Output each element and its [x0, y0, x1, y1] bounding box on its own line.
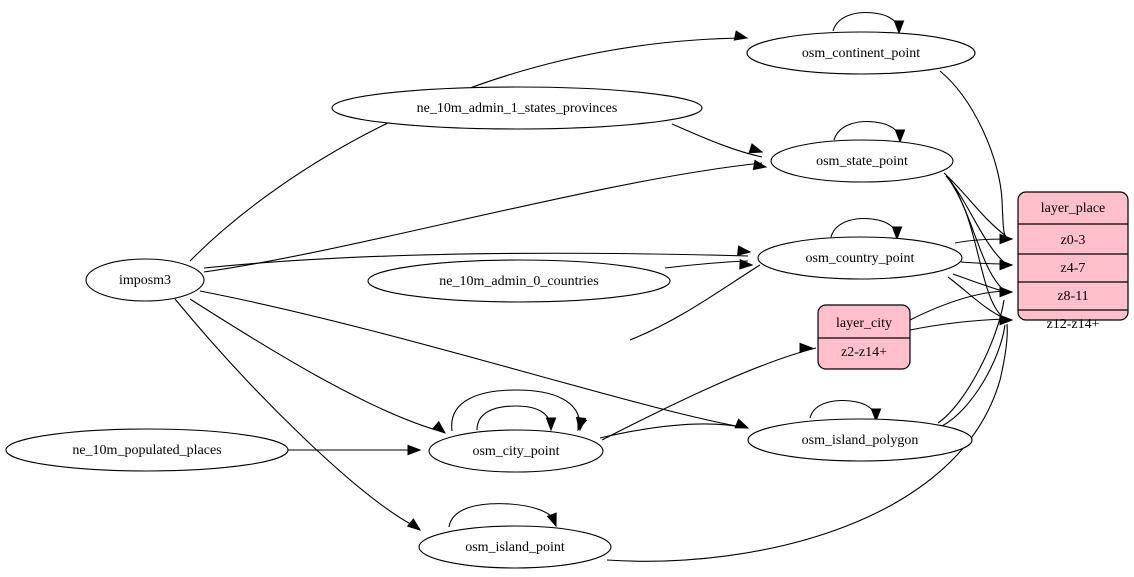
arrowhead-osm_continent_point-in [733, 30, 749, 41]
node-shape-imposm3 [85, 258, 205, 302]
node-shape-osm_continent_point [746, 31, 976, 75]
edge-osm_continent_point-to-layer_place_z0_3 [939, 70, 1007, 240]
arrowhead-self-continent [893, 20, 905, 35]
edge-osm_state_point-to-layer_place_z12_z14 [949, 179, 1007, 321]
node-shape-osm_city_point [428, 429, 604, 473]
record-row-label-layer_city-0[interactable]: layer_city [836, 316, 892, 331]
edge-layer_city-to-layer_place_z12_z14 [909, 318, 1007, 331]
record-row-label-layer_place-1[interactable]: z0-3 [1061, 233, 1086, 248]
edge-osm_city_point-to-layer_city [601, 347, 817, 441]
node-osm_continent_point[interactable]: osm_continent_point [746, 31, 976, 75]
edge-osm_continent_point-to-osm_continent_point [832, 12, 900, 32]
edge-ne_10m_admin_1_states_provinces-to-osm_state_point [671, 123, 763, 158]
record-row-label-layer_place-4[interactable]: z12-z14+ [1047, 317, 1100, 332]
node-label-ne_10m_admin_0_countries: ne_10m_admin_0_countries [439, 274, 598, 289]
edge-osm_island_point-to-layer_place_z12_z14 [606, 323, 1008, 562]
arrowhead-osm_country_point-in-2 [739, 259, 754, 270]
record-box-layer_city [817, 304, 911, 370]
arrowhead-self-city-inner [545, 417, 557, 432]
arrowhead-self-country [891, 226, 903, 241]
arrowhead-layer_place-z12-z14 [999, 314, 1014, 326]
arrowhead-osm_state_point-in-1 [748, 143, 764, 154]
record-row-label-layer_place-2[interactable]: z4-7 [1061, 261, 1086, 276]
record-row-label-layer_place-0[interactable]: layer_place [1041, 201, 1106, 216]
arrowhead-osm_state_point-in-2 [752, 159, 768, 171]
arrowhead-layer_place-z8-11 [999, 286, 1014, 298]
arrowhead-layer_place-z4-7 [999, 259, 1014, 271]
node-shape-ne_10m_populated_places [5, 428, 289, 472]
arrowhead-layer_city-z2-z14 [799, 342, 814, 354]
edge-imposm3-to-osm_city_point [189, 298, 444, 433]
arrowhead-layer_place-z0-3 [999, 233, 1014, 245]
arrowheads-layer [406, 20, 1014, 531]
records-layer: layer_place z0-3 z4-7 z8-11 z12-z14+ layer_ci… [817, 191, 1129, 370]
edge-osm_country_point-to-osm_country_point [830, 218, 898, 238]
edge-ne_10m_admin_0_countries-to-osm_country_point [664, 260, 749, 269]
arrowhead-self-state [894, 129, 906, 144]
arrowhead-self-city-outer [575, 417, 587, 432]
edge-osm_island_polygon-to-layer_place_z8_11 [937, 299, 1005, 424]
arrowhead-self-island-polygon [870, 408, 882, 423]
node-imposm3[interactable]: imposm3 [85, 258, 205, 302]
edge-osm_country_point-to-layer_place_z8_11 [952, 273, 1007, 293]
node-osm_island_point[interactable]: osm_island_point [418, 525, 612, 569]
node-label-osm_island_point: osm_island_point [465, 540, 565, 555]
edge-imposm3-to-osm_island_polygon [199, 290, 748, 429]
arrowhead-osm_island_point-in [406, 518, 422, 531]
node-shape-osm_country_point [757, 236, 963, 280]
node-label-osm_country_point: osm_country_point [806, 251, 915, 266]
edge-osm_country_point-to-layer_city [629, 264, 761, 341]
edge-osm_city_point-to-osm_island_polygon [599, 423, 748, 439]
node-label-ne_10m_populated_places: ne_10m_populated_places [72, 443, 221, 458]
arrowhead-osm_island_polygon-in [734, 418, 750, 429]
edge-osm_country_point-to-layer_place_z0_3 [954, 238, 1007, 244]
record-row-label-layer_city-1[interactable]: z2-z14+ [841, 345, 887, 360]
node-label-osm_continent_point: osm_continent_point [802, 46, 920, 61]
node-shape-osm_state_point [770, 139, 954, 183]
edge-osm_city_point-to-osm_city_point [451, 389, 581, 432]
node-osm_city_point[interactable]: osm_city_point [428, 429, 604, 473]
node-ne_10m_admin_1_states_provinces[interactable]: ne_10m_admin_1_states_provinces [331, 86, 703, 130]
node-label-ne_10m_admin_1_states_provinces: ne_10m_admin_1_states_provinces [417, 101, 618, 116]
edge-imposm3-to-osm_island_point [174, 298, 421, 530]
node-shape-osm_island_point [418, 525, 612, 569]
node-ne_10m_populated_places[interactable]: ne_10m_populated_places [5, 428, 289, 472]
node-ne_10m_admin_0_countries[interactable]: ne_10m_admin_0_countries [367, 259, 671, 303]
edge-layer_city-to-layer_place_z8_11 [909, 290, 1007, 321]
edge-imposm3-to-osm_state_point [203, 162, 763, 273]
nodes-layer: imposm3 ne_10m_admin_1_states_provincesne… [5, 31, 976, 569]
node-shape-ne_10m_admin_0_countries [367, 259, 671, 303]
node-shape-osm_island_polygon [747, 418, 973, 462]
node-shape-ne_10m_admin_1_states_provinces [331, 86, 703, 130]
arrowhead-osm_city_point-in-1 [432, 420, 447, 434]
record-node-layer_place[interactable]: layer_place z0-3 z4-7 z8-11 z12-z14+ [1017, 191, 1129, 332]
arrowhead-osm_city_point-in-2 [407, 444, 422, 456]
record-row-label-layer_place-3[interactable]: z8-11 [1057, 289, 1088, 304]
edge-osm_island_polygon-to-layer_place_z12_z14 [941, 324, 1006, 427]
node-label-osm_island_polygon: osm_island_polygon [802, 433, 919, 448]
edge-osm_state_point-to-osm_state_point [833, 121, 901, 141]
edge-imposm3-to-osm_continent_point [189, 37, 748, 262]
node-osm_island_polygon[interactable]: osm_island_polygon [747, 418, 973, 462]
record-node-layer_city[interactable]: layer_city z2-z14+ [817, 304, 911, 370]
node-label-imposm3: imposm3 [119, 273, 171, 288]
edge-osm_island_polygon-to-osm_island_polygon [809, 400, 877, 420]
node-label-osm_city_point: osm_city_point [472, 444, 559, 459]
node-label-osm_state_point: osm_state_point [816, 154, 908, 169]
edge-osm_state_point-to-layer_place_z0_3 [943, 172, 1007, 237]
arrowhead-osm_country_point-in-1 [737, 245, 752, 256]
edge-osm_island_point-to-osm_island_point [448, 503, 557, 528]
node-osm_country_point[interactable]: osm_country_point [757, 236, 963, 280]
edge-imposm3-to-osm_country_point [203, 252, 749, 269]
node-osm_state_point[interactable]: osm_state_point [770, 139, 954, 183]
edge-osm_city_point-to-osm_city_point [476, 405, 552, 431]
arrowhead-self-island-point [546, 512, 557, 528]
edge-osm_country_point-to-layer_place_z4_7 [960, 261, 1007, 265]
